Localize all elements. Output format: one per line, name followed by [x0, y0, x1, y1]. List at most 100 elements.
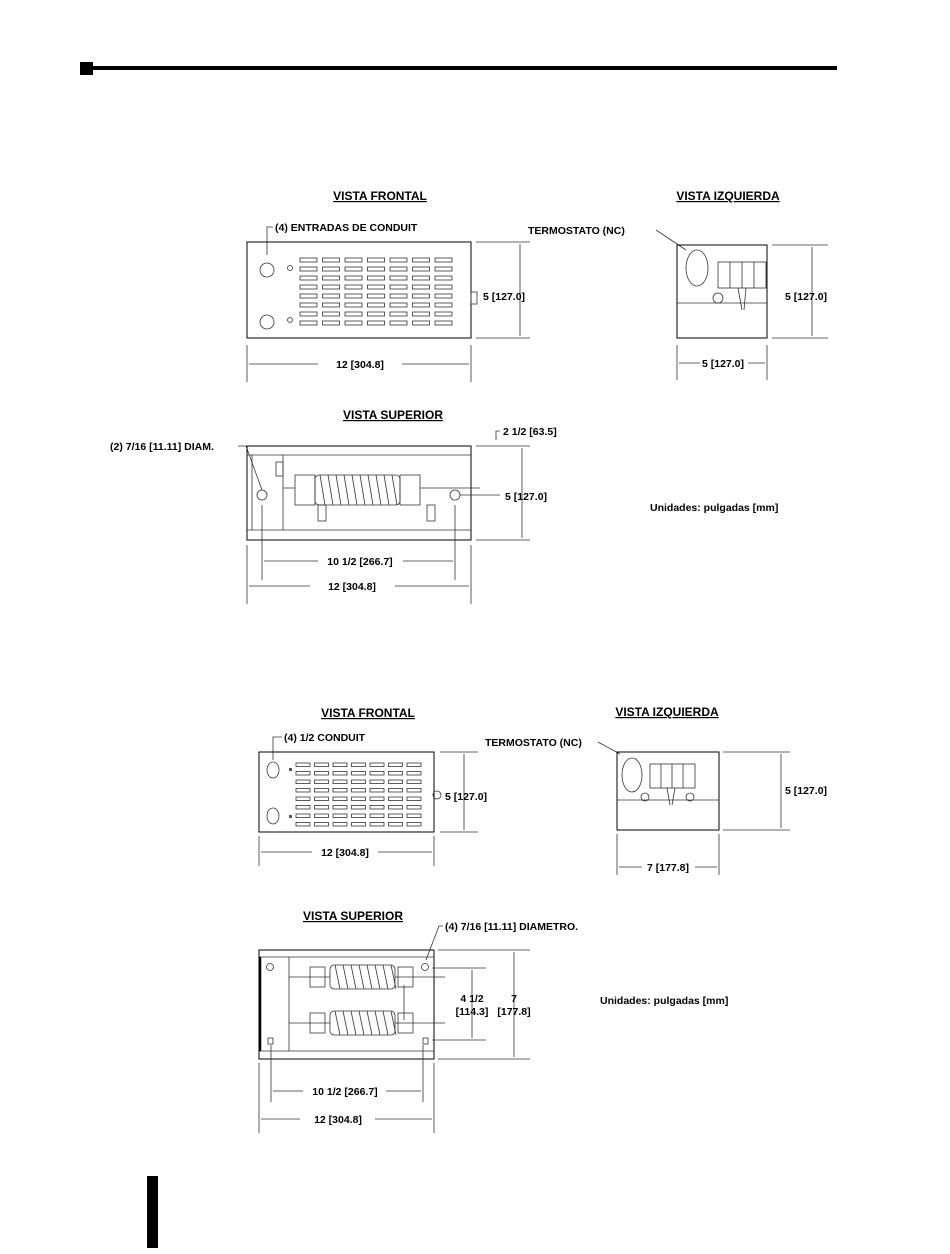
thermostat-label: TERMOSTATO (NC)	[485, 737, 582, 749]
hole-pitch-in: 4 1/2	[460, 993, 484, 1005]
vent-slot	[367, 257, 385, 263]
end-cap	[309, 1012, 326, 1034]
hole-pitch-mm: [114.3]	[456, 1006, 489, 1018]
coil-turn	[334, 1010, 341, 1036]
height-dim: 5 [127.0]	[483, 291, 525, 303]
vent-slot	[369, 788, 385, 793]
vent-slot	[344, 293, 363, 299]
coil-turn	[366, 964, 373, 990]
vent-slot	[412, 275, 430, 281]
vent-slot	[295, 788, 311, 793]
vent-slot	[369, 813, 385, 818]
vent-slot	[406, 771, 422, 776]
drawing1-front-view: VISTA FRONTAL (4) ENTRADAS DE CONDUIT 5 …	[246, 189, 530, 382]
vent-slot	[295, 779, 311, 784]
vent-slot	[344, 320, 363, 326]
vent-slot	[388, 805, 403, 810]
vent-slot	[344, 284, 363, 290]
drawing1-left-view: VISTA IZQUIERDA TERMOSTATO (NC) 5 [127.0…	[528, 189, 828, 380]
resistor-coil	[314, 474, 401, 506]
vent-slot	[332, 822, 348, 827]
coil-turn	[374, 1010, 381, 1036]
vent-slot	[332, 805, 348, 810]
vent-slot	[314, 805, 329, 810]
view-title: VISTA FRONTAL	[333, 189, 427, 203]
vent-slot	[332, 779, 348, 784]
vent-slot	[344, 302, 363, 308]
vent-slot	[434, 284, 453, 290]
depth-mm: [177.8]	[497, 1006, 530, 1018]
view-title: VISTA IZQUIERDA	[615, 705, 719, 719]
coil-turn	[359, 474, 366, 506]
vent-slot	[299, 293, 318, 299]
vent-slot	[332, 762, 348, 767]
vent-slot	[299, 320, 318, 326]
coil-turn	[342, 1010, 349, 1036]
vent-slot	[295, 771, 311, 776]
hole-span-dim: 10 1/2 [266.7]	[327, 556, 392, 568]
coil-turn	[327, 474, 334, 506]
view-title: VISTA SUPERIOR	[343, 408, 443, 422]
vent-slot	[314, 822, 329, 827]
vent-slot	[332, 813, 348, 818]
vent-slot	[369, 779, 385, 784]
vent-slot	[412, 302, 430, 308]
coil-turn	[391, 474, 398, 506]
vent-slot	[369, 762, 385, 767]
coil-turn	[351, 474, 358, 506]
vent-slot	[434, 311, 453, 317]
vent-slot	[322, 293, 340, 299]
coil-turn	[382, 964, 389, 990]
vent-slot	[389, 266, 408, 272]
hole-note: (4) 7/16 [11.11] DIAMETRO.	[445, 921, 578, 933]
vent-slot	[388, 779, 403, 784]
coil-turn	[319, 474, 326, 506]
view-title: VISTA IZQUIERDA	[676, 189, 780, 203]
vent-slot	[295, 805, 311, 810]
vent-slot	[351, 813, 366, 818]
vent-slots	[295, 762, 422, 827]
depth-dim: 5 [127.0]	[505, 491, 547, 503]
height-dim: 5 [127.0]	[785, 291, 827, 303]
vent-slot	[389, 284, 408, 290]
vent-slot	[389, 257, 408, 263]
vent-slot	[434, 257, 453, 263]
vent-slot	[434, 293, 453, 299]
vent-slot	[406, 822, 422, 827]
vent-slot	[412, 257, 430, 263]
vent-slot	[344, 257, 363, 263]
coil-turn	[358, 1010, 365, 1036]
vent-slot	[295, 822, 311, 827]
vent-slot	[406, 779, 422, 784]
end-cap	[397, 966, 414, 988]
vent-slot	[434, 320, 453, 326]
vent-slot	[412, 293, 430, 299]
coil-turn	[350, 1010, 357, 1036]
vent-slot	[351, 771, 366, 776]
vent-slot	[351, 779, 366, 784]
coil-turn	[334, 964, 341, 990]
coil-turn	[367, 474, 374, 506]
width-dim: 12 [304.8]	[328, 581, 376, 593]
offset-dim: 2 1/2 [63.5]	[503, 426, 557, 438]
vent-slot	[322, 302, 340, 308]
vent-slot	[389, 302, 408, 308]
vent-slot	[406, 796, 422, 801]
vent-slot	[388, 796, 403, 801]
vent-slot	[314, 788, 329, 793]
vent-slot	[295, 762, 311, 767]
view-title: VISTA SUPERIOR	[303, 909, 403, 923]
width-dim: 12 [304.8]	[314, 1114, 362, 1126]
vent-slot	[299, 266, 318, 272]
vent-slot	[406, 805, 422, 810]
vent-slot	[367, 275, 385, 281]
vent-slot	[369, 771, 385, 776]
vent-slot	[369, 796, 385, 801]
coil-turn	[374, 964, 381, 990]
vent-slot	[322, 266, 340, 272]
vent-slot	[299, 257, 318, 263]
vent-slot	[344, 311, 363, 317]
vent-slot	[388, 788, 403, 793]
coil-turn	[382, 1010, 389, 1036]
